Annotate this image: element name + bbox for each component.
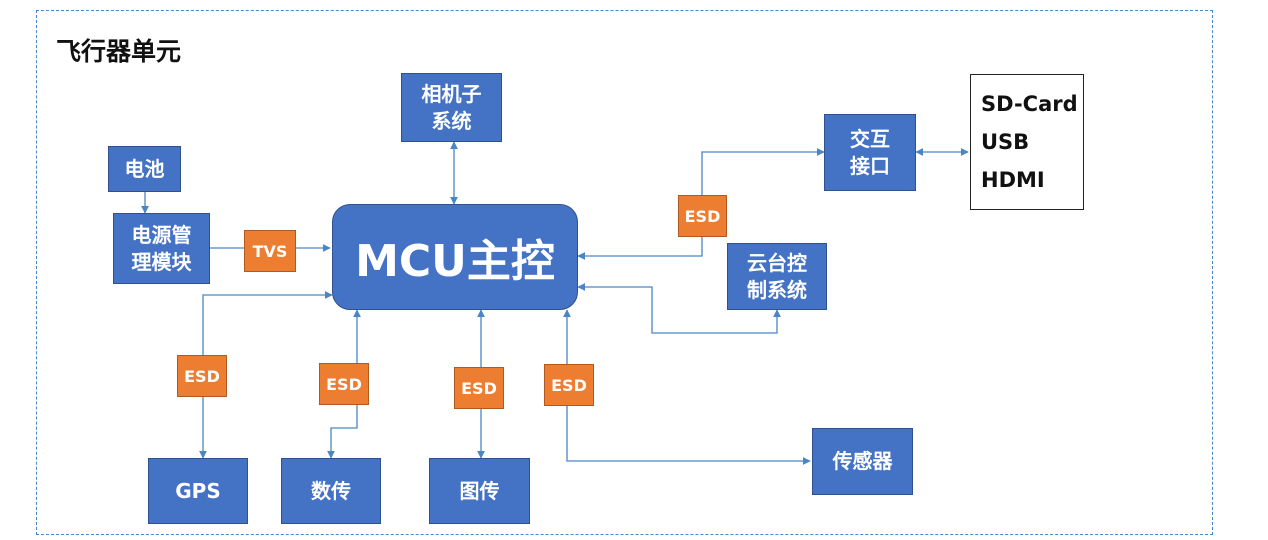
battery-block: 电池 [108, 146, 181, 192]
unit-frame [36, 10, 1213, 535]
link-mcu-gps [199, 291, 333, 459]
port-usb: USB [981, 130, 1030, 154]
gimbal-control-block: 云台控 制系统 [727, 243, 827, 310]
esd-datalink: ESD [319, 363, 369, 405]
mcu-main-controller: MCU主控 [332, 204, 578, 310]
port-sd-card: SD-Card [981, 92, 1078, 116]
esd-gps: ESD [177, 355, 227, 397]
link-gimbal-mcu [577, 283, 781, 334]
sensor-block: 传感器 [812, 428, 913, 495]
interaction-interface-block: 交互 接口 [824, 114, 916, 191]
esd-interface: ESD [678, 195, 727, 237]
diagram-title: 飞行器单元 [56, 37, 182, 66]
esd-video: ESD [454, 367, 504, 409]
datalink-block: 数传 [281, 458, 381, 524]
esd-sensor: ESD [544, 364, 594, 406]
power-management-block: 电源管 理模块 [113, 213, 210, 284]
port-list: SD-Card USB HDMI [970, 74, 1084, 210]
video-link-block: 图传 [429, 458, 530, 524]
tvs-protection: TVS [244, 230, 296, 272]
camera-subsystem-block: 相机子 系统 [401, 73, 502, 142]
gps-block: GPS [148, 458, 248, 524]
link-mcu-sensor [563, 309, 811, 465]
port-hdmi: HDMI [981, 168, 1045, 192]
